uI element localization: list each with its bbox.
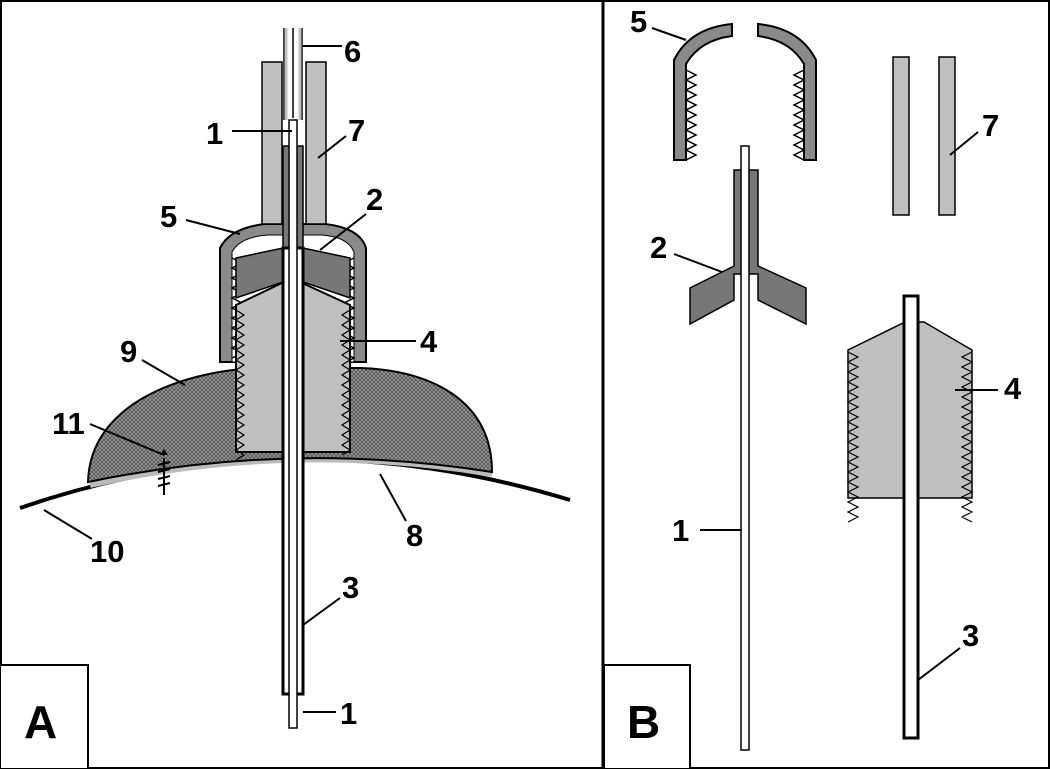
label-a-1-bottom: 1 (340, 696, 357, 731)
panel-a-label: A (24, 696, 57, 748)
panel-b-label: B (627, 696, 660, 748)
sleeve-7-left-b (892, 56, 910, 216)
label-b-3: 3 (962, 618, 979, 653)
label-a-5: 5 (160, 199, 177, 234)
anchor-screw-11 (157, 458, 171, 495)
label-b-4: 4 (1004, 371, 1022, 406)
panel-a: 6 1 7 5 2 4 9 11 10 8 3 1 A (0, 28, 571, 769)
label-b-1: 1 (672, 513, 689, 548)
label-a-8: 8 (406, 518, 423, 553)
label-a-2: 2 (366, 182, 383, 217)
panel-a-tag-box (0, 664, 89, 769)
sleeve-7-right (305, 61, 327, 225)
sleeve-7-left (261, 61, 283, 225)
label-a-10: 10 (90, 534, 124, 569)
panel-b-tag-box (603, 664, 691, 769)
wire-1 (288, 119, 298, 729)
label-a-3: 3 (342, 570, 359, 605)
label-b-2: 2 (650, 230, 667, 265)
sleeve-7-right-b (938, 56, 956, 216)
label-a-1-top: 1 (206, 116, 223, 151)
label-a-11: 11 (52, 406, 85, 441)
label-b-7: 7 (982, 108, 999, 143)
label-b-5: 5 (630, 4, 647, 39)
tube-3-b (902, 294, 920, 740)
cable-6 (283, 28, 303, 120)
label-a-9: 9 (120, 334, 137, 369)
label-a-4: 4 (420, 324, 438, 359)
panel-b: 5 7 2 4 1 3 B (603, 4, 1022, 769)
label-a-7: 7 (348, 113, 365, 148)
cap-5-left (673, 22, 733, 161)
wire-1-b (740, 145, 750, 751)
cap-5-right (757, 22, 817, 161)
label-a-6: 6 (344, 34, 361, 69)
